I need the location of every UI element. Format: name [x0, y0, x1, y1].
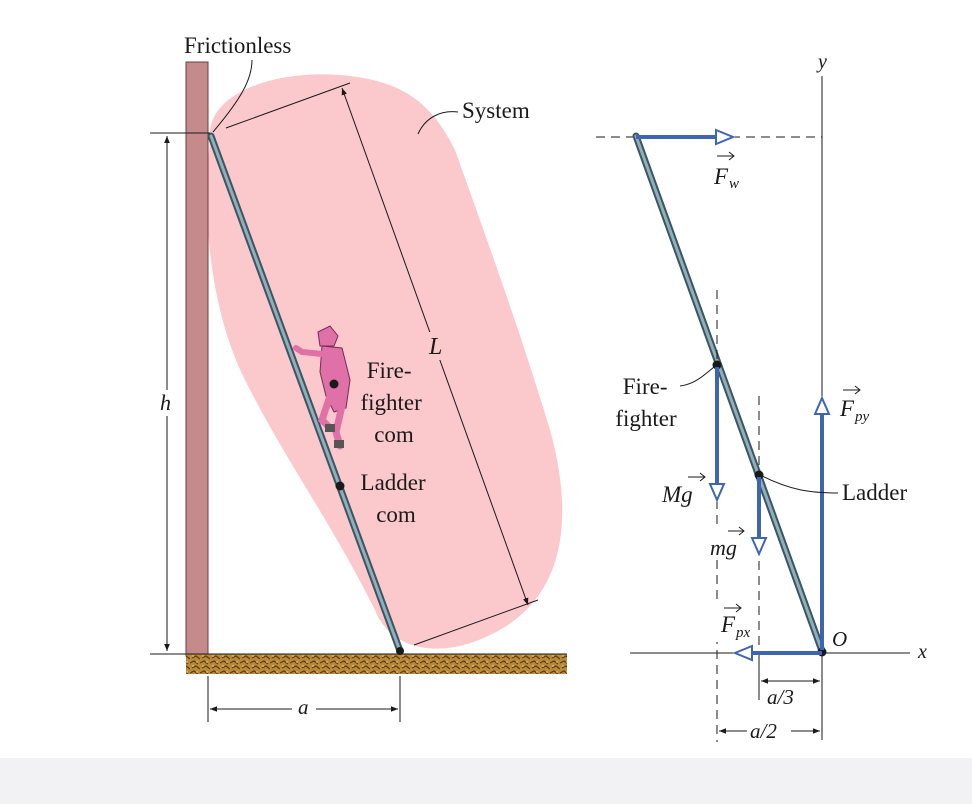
fbd-firefighter-leader: [679, 366, 715, 387]
distance-label-bg: [292, 696, 316, 720]
fbd-firefighter-label: Fire- fighter: [615, 374, 677, 431]
Mg-arrow: [708, 367, 726, 503]
force-py-arrow: [813, 395, 831, 650]
firefighter-com-line2: fighter: [360, 390, 422, 415]
force-py-subscript: py: [854, 409, 870, 425]
force-py-symbol: F: [839, 396, 855, 421]
ladder-com-label: Ladder com: [361, 470, 432, 527]
y-axis-label: y: [816, 51, 827, 73]
distance-label: a: [298, 695, 309, 719]
firefighter-com-line3: com: [374, 422, 414, 447]
height-label: h: [160, 390, 171, 415]
ladder-com-line1: Ladder: [361, 470, 426, 495]
mg-label: mg: [708, 526, 748, 560]
origin-label: O: [832, 627, 847, 651]
fbd-firefighter-line1: Fire-: [623, 374, 668, 399]
force-wall-symbol: F: [713, 164, 729, 189]
force-px-arrow: [732, 644, 822, 662]
frictionless-label: Frictionless: [184, 33, 291, 58]
length-label-bg: [427, 332, 449, 360]
fbd-ladder-com-point: [754, 470, 764, 480]
force-wall-label: F w: [713, 151, 739, 192]
mg-symbol: mg: [710, 535, 737, 560]
fbd-firefighter-line2: fighter: [615, 406, 677, 431]
length-label: L: [428, 334, 442, 360]
a-half-label: a/2: [750, 719, 777, 743]
ladder-base-point: [396, 647, 404, 655]
firefighter-com-label: Fire- fighter com: [360, 358, 427, 447]
fbd-ladder-highlight: [634, 134, 824, 653]
a-half-label-bg: [747, 717, 791, 743]
a-third-label: a/3: [767, 685, 794, 709]
wall: [185, 61, 209, 657]
length-bottom-tick: [413, 599, 539, 646]
Mg-symbol: Mg: [661, 482, 693, 507]
bottom-band: [0, 758, 972, 804]
fbd-ladder-label: Ladder: [842, 480, 907, 505]
length-top-tick: [225, 82, 351, 129]
firefighter-figure: [293, 325, 351, 450]
fbd-ladder-leader: [761, 475, 839, 494]
fbd-firefighter-point: [712, 360, 722, 370]
force-px-symbol: F: [720, 612, 736, 637]
height-label-bg: [157, 390, 177, 416]
ladder-com-point: [335, 481, 345, 491]
x-axis-label: x: [917, 641, 927, 663]
ground: [186, 654, 567, 674]
system-label: System: [462, 98, 530, 123]
force-wall-subscript: w: [729, 176, 739, 192]
force-py-label: F py: [839, 385, 870, 425]
force-px-subscript: px: [735, 625, 751, 641]
force-wall-arrow: [636, 128, 736, 146]
firefighter-com-point: [329, 379, 339, 389]
frictionless-leader: [212, 59, 253, 133]
mg-arrow: [750, 477, 768, 557]
Mg-label: Mg: [661, 472, 706, 507]
ladder-com-line2: com: [376, 502, 416, 527]
force-px-label: F px: [716, 603, 758, 642]
firefighter-com-line1: Fire-: [367, 358, 412, 383]
